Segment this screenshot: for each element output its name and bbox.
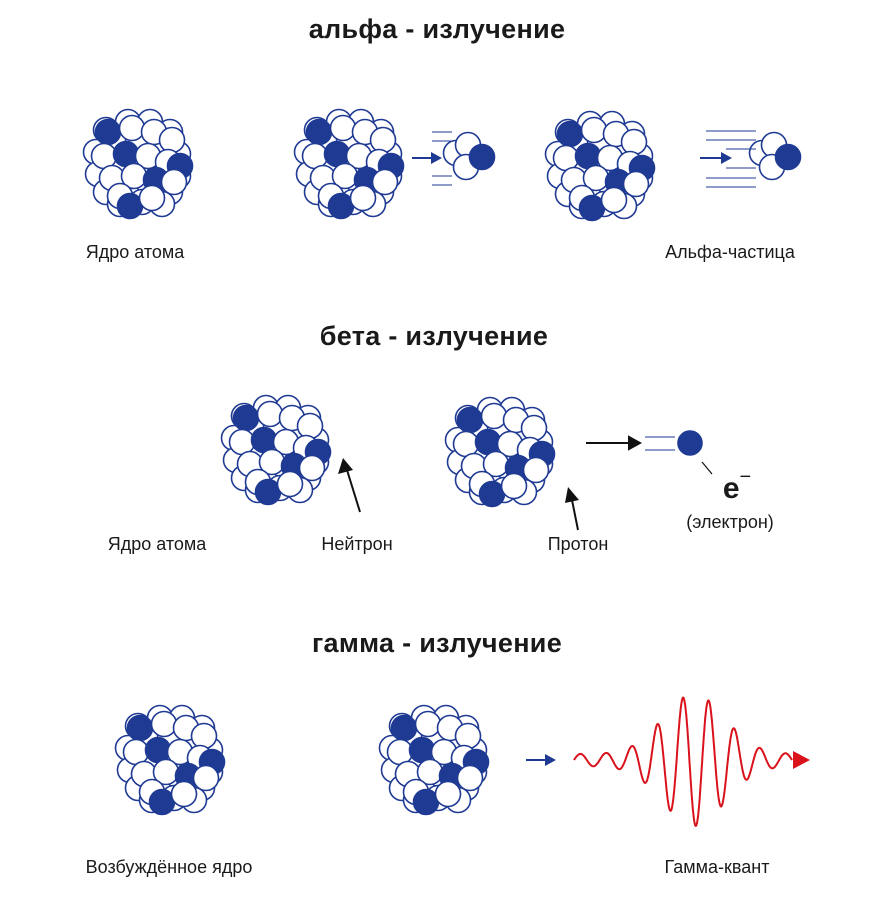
- neutron-circle: [329, 114, 357, 142]
- alpha-title: альфа - излучение: [308, 14, 566, 44]
- proton-pointer-head: [565, 487, 579, 503]
- proton-circle: [94, 118, 122, 146]
- alpha-arrow-head-1: [431, 151, 442, 165]
- electron-leader-line: [701, 461, 713, 475]
- alpha-nucleus-label: Ядро атома: [85, 242, 185, 262]
- beta-nucleus-1: [220, 394, 332, 506]
- gamma-wave-layer: [573, 696, 810, 827]
- gamma-nucleus-2: [378, 704, 490, 816]
- beta-arrow-head: [628, 435, 642, 451]
- neutron-circle: [160, 168, 188, 196]
- neutron-circle: [580, 116, 608, 144]
- alpha-particle-1: [442, 131, 496, 181]
- proton-label: Протон: [547, 534, 609, 554]
- gamma-arrow-head: [545, 753, 556, 767]
- electron-label: (электрон): [686, 512, 774, 532]
- proton-circle: [390, 714, 418, 742]
- neutron-circle: [522, 456, 550, 484]
- neutron-circle: [298, 454, 326, 482]
- neutron-circle: [622, 170, 650, 198]
- neutron-circle: [454, 722, 482, 750]
- beta-nucleus-label: Ядро атома: [107, 534, 207, 554]
- nucleon-circle: [774, 143, 802, 171]
- neutron-circle: [434, 780, 462, 808]
- gamma-wave-arrow-head: [793, 751, 810, 769]
- electron-circle: [677, 430, 703, 456]
- nucleon-circle: [468, 143, 496, 171]
- gamma-nucleus-1: [114, 704, 226, 816]
- alpha-arrow-head-2: [721, 151, 732, 165]
- electron-symbol: e−: [722, 466, 752, 505]
- proton-circle: [556, 120, 584, 148]
- alpha-nucleus-1: [82, 108, 194, 220]
- gamma-title: гамма - излучение: [311, 628, 563, 658]
- proton-pointer: [571, 499, 579, 531]
- neutron-circle: [480, 402, 508, 430]
- neutron-circle: [600, 186, 628, 214]
- proton-circle: [305, 118, 333, 146]
- neutron-circle: [520, 414, 548, 442]
- gamma-wave-path: [573, 696, 793, 827]
- neutron-circle: [158, 126, 186, 154]
- neutron-circle: [456, 764, 484, 792]
- alpha-particle-label: Альфа-частица: [665, 242, 795, 262]
- neutron-circle: [190, 722, 218, 750]
- alpha-particle-2: [748, 131, 802, 181]
- neutron-circle: [150, 710, 178, 738]
- beta-title: бета - излучение: [319, 321, 549, 351]
- neutron-circle: [276, 470, 304, 498]
- gamma-nucleus-label: Возбуждённое ядро: [85, 857, 253, 877]
- proton-circle: [126, 714, 154, 742]
- neutron-circle: [620, 128, 648, 156]
- neutron-label: Нейтрон: [321, 534, 393, 554]
- arrows-layer: [338, 130, 756, 767]
- neutron-circle: [349, 184, 377, 212]
- neutron-circle: [138, 184, 166, 212]
- alpha-nucleus-3: [544, 110, 656, 222]
- proton-circle: [232, 404, 260, 432]
- neutron-pointer-head: [338, 458, 353, 474]
- neutron-circle: [118, 114, 146, 142]
- neutron-pointer: [346, 469, 361, 513]
- neutron-circle: [369, 126, 397, 154]
- neutron-circle: [170, 780, 198, 808]
- proton-circle: [456, 406, 484, 434]
- beta-nucleus-2: [444, 396, 556, 508]
- neutron-circle: [500, 472, 528, 500]
- neutron-circle: [256, 400, 284, 428]
- neutron-circle: [296, 412, 324, 440]
- gamma-quantum-label: Гамма-квант: [664, 857, 770, 877]
- neutron-circle: [414, 710, 442, 738]
- neutron-circle: [371, 168, 399, 196]
- nuclei-layer: [82, 108, 802, 816]
- alpha-nucleus-2: [293, 108, 405, 220]
- neutron-circle: [192, 764, 220, 792]
